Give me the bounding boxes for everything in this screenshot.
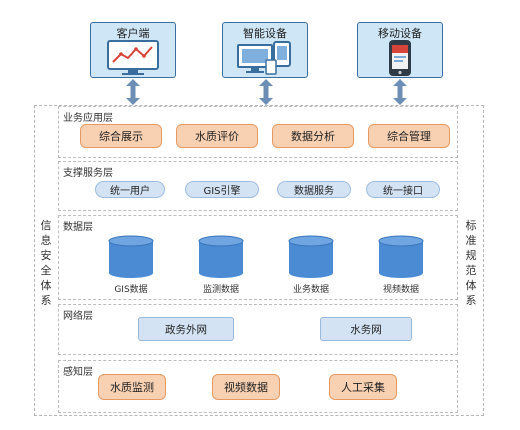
business-data-label: 业务数据: [292, 285, 329, 295]
monitor-chart-icon: [107, 40, 159, 75]
business-data-database-icon: [288, 235, 334, 278]
sensing-layer-title: 感知层: [63, 367, 93, 378]
mobile-device-title: 移动设备: [378, 27, 422, 40]
government-extranet-box: 政务外网: [138, 317, 234, 341]
video-data-database-icon: [378, 235, 424, 278]
business-layer: 业务应用层: [58, 106, 458, 158]
unified-interface-pill: 统一接口: [366, 181, 440, 198]
smart-device-box: 智能设备: [222, 22, 308, 78]
data-analysis-box: 数据分析: [272, 124, 354, 148]
unified-user-pill: 统一用户: [95, 181, 165, 198]
client-double-arrow-icon: [126, 79, 140, 105]
monitoring-data-label: 监测数据: [202, 285, 239, 295]
video-data-box: 视频数据: [212, 374, 280, 400]
comprehensive-display-box: 综合展示: [80, 124, 162, 148]
architecture-frame: [34, 105, 484, 416]
network-layer: 网络层: [58, 304, 458, 355]
video-data-label: 视频数据: [382, 285, 419, 295]
sensing-layer: 感知层: [58, 360, 458, 413]
support-service-layer: 支撑服务层: [58, 161, 458, 211]
data-layer: 数据层: [58, 215, 458, 300]
smart-devices-icon: [237, 41, 291, 75]
mobile-double-arrow-icon: [393, 79, 407, 105]
gis-data-database-icon: [108, 235, 154, 278]
smart-device-double-arrow-icon: [259, 79, 273, 105]
monitoring-data-database-icon: [198, 235, 244, 278]
business-layer-title: 业务应用层: [63, 113, 113, 124]
water-quality-evaluation-box: 水质评价: [176, 124, 258, 148]
water-quality-monitoring-box: 水质监测: [98, 374, 166, 400]
gis-engine-pill: GIS引擎: [185, 181, 259, 198]
manual-collection-box: 人工采集: [329, 374, 397, 400]
mobile-device-box: 移动设备: [357, 22, 443, 78]
client-device-box: 客户端: [90, 22, 176, 78]
data-service-pill: 数据服务: [277, 181, 351, 198]
mobile-phone-icon: [389, 40, 411, 76]
security-system-label: 信息安全体系: [40, 219, 52, 307]
water-affairs-network-box: 水务网: [320, 317, 412, 341]
client-device-title: 客户端: [116, 27, 150, 40]
gis-data-label: GIS数据: [114, 285, 148, 295]
network-layer-title: 网络层: [63, 311, 93, 322]
standards-system-label: 标准规范体系: [465, 219, 477, 307]
data-layer-title: 数据层: [63, 222, 93, 233]
comprehensive-management-box: 综合管理: [368, 124, 450, 148]
support-layer-title: 支撑服务层: [63, 168, 113, 179]
smart-device-title: 智能设备: [243, 27, 287, 40]
